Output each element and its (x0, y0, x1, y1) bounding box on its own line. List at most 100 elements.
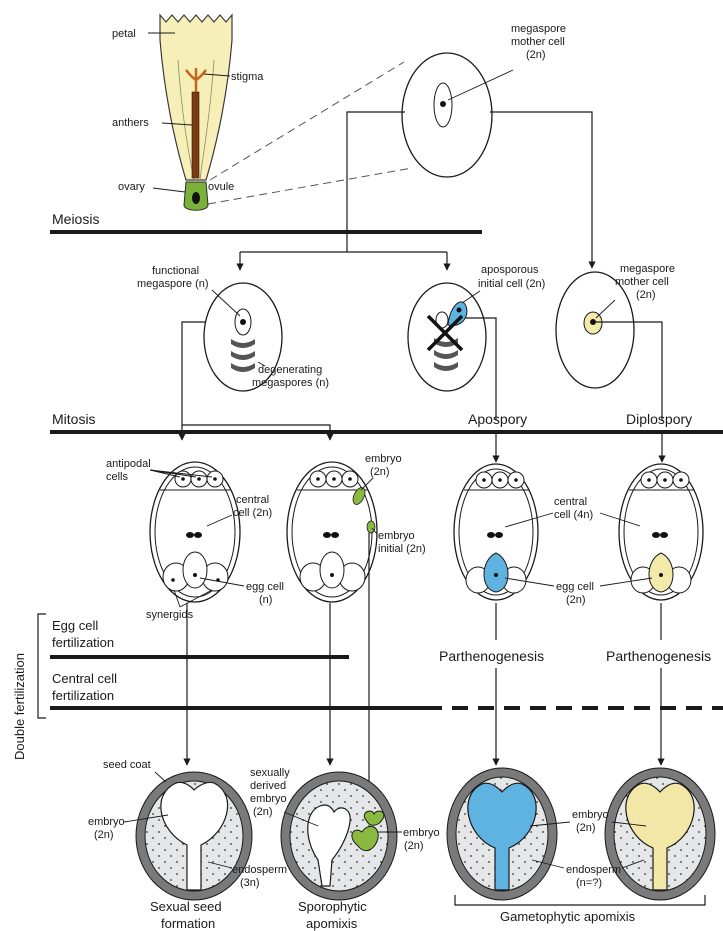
embryo-gameto-line2: (2n) (576, 822, 596, 834)
mmc-right-line3: (2n) (636, 289, 656, 301)
flow-mmc-to-right (490, 112, 592, 268)
egg-fert-line1: Egg cell (52, 618, 98, 633)
central2n-line2: cell (2n) (233, 507, 272, 519)
embryo-sac-diplospory (619, 464, 703, 600)
functional-line1: functional (152, 265, 199, 277)
sexually-line4: (2n) (253, 806, 273, 818)
mmc-top-line1: megaspore (511, 23, 566, 35)
svg-text:embryo (2n): embryo (2n) (365, 453, 405, 478)
stigma-label: stigma (231, 71, 264, 83)
egg-n-line2: (n) (259, 594, 272, 606)
anther-stalk (192, 92, 199, 178)
seed-apospory (447, 768, 557, 900)
svg-text:antipodal cells: antipodal cells (106, 458, 154, 483)
sexually-line2: derived (250, 780, 286, 792)
svg-text:endosperm (n=?): endosperm (n=?) (566, 864, 624, 889)
svg-text:Sexual seed formation: Sexual seed formation (150, 899, 225, 931)
mmc-right-line2: mother cell (615, 276, 669, 288)
svg-text:degenerating megaspores (n: degenerating megaspores (n) (252, 364, 329, 389)
svg-text:Egg cell fertilization: Egg cell fertilization (52, 618, 114, 650)
endosperm-n-line2: (n=?) (576, 877, 602, 889)
sporophytic-line1: Sporophytic (298, 899, 367, 914)
mmc-right-line1: megaspore (620, 263, 675, 275)
stage-diplospory: Diplospory (626, 411, 692, 427)
seed-coat-label: seed coat (103, 759, 151, 771)
egg2n-line1: egg cell (556, 581, 594, 593)
embryo-initial-line1: embryo (378, 530, 415, 542)
svg-text:Central cell fertilization: Central cell fertilization (52, 671, 121, 703)
central4n-line2: cell (4n) (554, 509, 593, 521)
mmc-top-line2: mother cell (511, 36, 565, 48)
svg-text:functional megaspore (n): functional megaspore (n) (137, 265, 209, 290)
mitosis-bar (50, 430, 723, 434)
double-fertilization-label: Double fertilization (12, 653, 27, 760)
central2n-line1: central (236, 494, 269, 506)
degenerating-line2: megaspores (n) (252, 377, 329, 389)
sporophytic-line2: apomixis (306, 916, 358, 931)
degenerating-line1: degenerating (258, 364, 322, 376)
megaspore-mother-cell-right (556, 272, 634, 388)
egg2n-line2: (2n) (566, 594, 586, 606)
svg-text:egg cell (n): egg cell (n) (246, 581, 287, 606)
embryo-2n-line2: (2n) (94, 829, 114, 841)
mmc-top-line3: (2n) (526, 49, 546, 61)
zoom-line-bottom (208, 168, 412, 204)
egg-fert-line2: fertilization (52, 635, 114, 650)
double-fert-bracket (38, 614, 46, 718)
central-fert-line1: Central cell (52, 671, 117, 686)
egg-n-line1: egg cell (246, 581, 284, 593)
svg-text:central cell (4n): central cell (4n) (554, 496, 593, 521)
embryo-sac-sporophytic (287, 462, 377, 602)
ovule-label: ovule (208, 181, 234, 193)
embryo-sac-sexual (150, 462, 240, 602)
svg-text:embryo (2n): embryo (2n) (88, 816, 128, 841)
parthenogenesis-right: Parthenogenesis (606, 648, 711, 664)
svg-text:endosperm (3n): endosperm (3n) (232, 864, 290, 889)
embryo-top-line2: (2n) (370, 466, 390, 478)
sexually-line3: embryo (250, 793, 287, 805)
anthers-label: anthers (112, 117, 149, 129)
petal-label: petal (112, 28, 136, 40)
central4n-line1: central (554, 496, 587, 508)
stage-mitosis: Mitosis (52, 411, 96, 427)
sexual-line1: Sexual seed (150, 899, 222, 914)
endosperm-3n-line1: endosperm (232, 864, 287, 876)
embryo-right-line1: embryo (403, 827, 440, 839)
sexual-line2: formation (161, 916, 215, 931)
ovule-shape (192, 192, 200, 204)
seed-diplospory (605, 768, 715, 900)
gametophytic-label: Gametophytic apomixis (500, 909, 636, 924)
svg-text:central cell (2n): central cell (2n) (233, 494, 272, 519)
svg-text:Sporophytic apomixis: Sporophytic apomixis (298, 899, 370, 931)
stage-meiosis: Meiosis (52, 211, 99, 227)
seed-sexual (136, 772, 252, 900)
aposporous-cell (408, 283, 486, 391)
central-fert-line2: fertilization (52, 688, 114, 703)
aposporous-line2: initial cell (2n) (478, 278, 545, 290)
svg-text:megaspore mother cell: megaspore mother cell (2n) (511, 23, 569, 61)
flow-meiosis-split (240, 234, 447, 252)
svg-text:embryo initial (2n): embryo initial (2n) (378, 530, 426, 555)
svg-text:aposporous initial cell (2: aposporous initial cell (2n) (478, 264, 545, 290)
megaspore-mother-cell-top (402, 53, 492, 177)
meiosis-bar (50, 230, 482, 234)
parthenogenesis-left: Parthenogenesis (439, 648, 544, 664)
embryo-gameto-line1: embryo (572, 809, 609, 821)
antipodal-line1: antipodal (106, 458, 151, 470)
embryo-right-line2: (2n) (404, 840, 424, 852)
ovary-label: ovary (118, 181, 145, 193)
endosperm-3n-line2: (3n) (240, 877, 260, 889)
embryo-top-line1: embryo (365, 453, 402, 465)
endosperm-n-line1: endosperm (566, 864, 621, 876)
svg-text:embryo (2n): embryo (2n) (403, 827, 443, 852)
embryo-sac-apospory (454, 464, 538, 600)
aposporous-line1: aposporous (481, 264, 539, 276)
central-fert-bar (50, 706, 442, 710)
embryo-initial-line2: initial (2n) (378, 543, 426, 555)
seed-sporophytic (281, 772, 397, 900)
flow-functional-down (182, 322, 206, 440)
embryo-2n-line1: embryo (88, 816, 125, 828)
egg-fert-bar (50, 655, 349, 659)
